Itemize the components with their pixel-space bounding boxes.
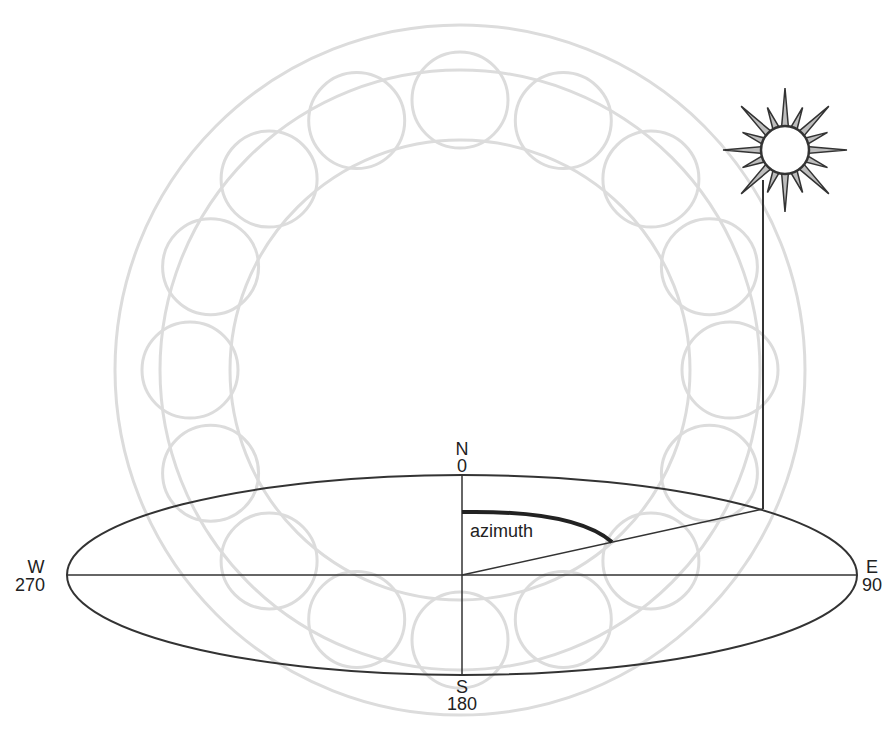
seal-petal [603, 513, 699, 609]
horizon [67, 180, 857, 675]
seal-petal [515, 73, 611, 169]
seal-petal [163, 425, 259, 521]
degree-number: 0 [457, 457, 467, 475]
seal-petal [515, 571, 611, 667]
direction-letter: S [456, 678, 468, 696]
seal-petal [412, 52, 508, 148]
seal-petal [221, 513, 317, 609]
seal-petal [603, 131, 699, 227]
sun-ray [723, 146, 763, 153]
sun-ray [807, 146, 847, 153]
seal-petal [309, 73, 405, 169]
angle-label: azimuth [470, 522, 533, 540]
watermark-seal [115, 25, 805, 715]
sun-symbol [723, 88, 847, 212]
direction-letter: N [456, 440, 469, 458]
direction-letter: W [28, 558, 45, 576]
direction-letter: E [866, 558, 878, 576]
seal-petal [309, 571, 405, 667]
seal-petal [142, 322, 238, 418]
seal-petal [163, 219, 259, 315]
sun-ray [781, 88, 788, 128]
degree-number: 90 [862, 576, 882, 594]
seal-petal [661, 425, 757, 521]
sun-ray [781, 172, 788, 212]
degree-number: 180 [447, 695, 477, 713]
seal-petal [221, 131, 317, 227]
seal-petal [661, 219, 757, 315]
seal-petal [412, 592, 508, 688]
degree-number: 270 [15, 576, 45, 594]
